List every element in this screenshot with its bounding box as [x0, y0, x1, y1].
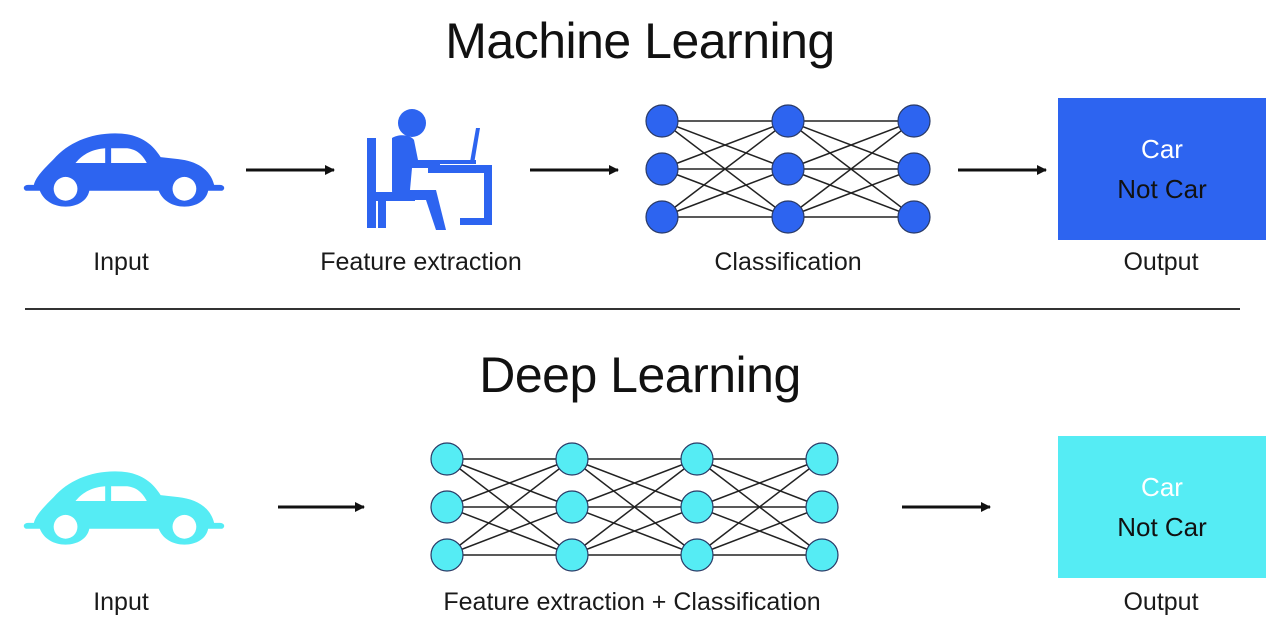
- ml-output-option-not-car: Not Car: [1117, 174, 1207, 204]
- ml-classification-label: Classification: [714, 248, 862, 276]
- ml-network-edge: [661, 120, 789, 170]
- dl-network-edge: [696, 506, 823, 556]
- person-at-computer-icon: [367, 109, 492, 230]
- ml-network-node-l0-n0: [645, 104, 679, 138]
- dl-output-option-not-car: Not Car: [1117, 512, 1207, 542]
- dl-network-node-l2-n1: [680, 490, 714, 524]
- section-divider: [25, 308, 1240, 310]
- dl-network-node-l0-n2: [430, 538, 464, 572]
- ml-network-node-l0-n2: [645, 200, 679, 234]
- deep-learning-title: Deep Learning: [479, 347, 801, 403]
- ml-input-label: Input: [93, 248, 149, 276]
- ml-network-edge: [661, 120, 789, 218]
- ml-network-edge: [787, 120, 915, 218]
- dl-feature-extraction-classification-label: Feature extraction + Classification: [443, 588, 821, 616]
- dl-network-node-l2-n2: [680, 538, 714, 572]
- ml-network-node-l0-n1: [645, 152, 679, 186]
- ml-network-node-l1-n1: [771, 152, 805, 186]
- dl-neural-network: [430, 442, 839, 572]
- machine-learning-title: Machine Learning: [445, 13, 835, 69]
- dl-network-node-l1-n0: [555, 442, 589, 476]
- ml-output-label: Output: [1123, 248, 1199, 276]
- dl-input-label: Input: [93, 588, 149, 616]
- ml-feature-extraction-label: Feature extraction: [320, 248, 522, 276]
- dl-network-edge: [571, 458, 698, 508]
- ml-network-node-l2-n0: [897, 104, 931, 138]
- dl-output-option-car: Car: [1141, 472, 1183, 502]
- dl-network-edge: [446, 458, 573, 508]
- dl-output-box: Car Not Car: [1058, 436, 1266, 578]
- dl-network-node-l0-n0: [430, 442, 464, 476]
- ml-network-node-l2-n2: [897, 200, 931, 234]
- ml-neural-network: [645, 104, 931, 234]
- dl-network-edge: [571, 506, 698, 556]
- dl-network-node-l1-n2: [555, 538, 589, 572]
- ml-output-option-car: Car: [1141, 134, 1183, 164]
- dl-network-node-l0-n1: [430, 490, 464, 524]
- dl-network-edge: [446, 458, 573, 556]
- ml-input-car-icon: [23, 133, 225, 207]
- ml-network-edge: [787, 168, 915, 218]
- dl-network-edge: [571, 458, 698, 556]
- ml-network-node-l1-n2: [771, 200, 805, 234]
- dl-network-edge: [696, 458, 823, 508]
- dl-network-node-l3-n2: [805, 538, 839, 572]
- dl-network-node-l2-n0: [680, 442, 714, 476]
- dl-input-car-icon: [23, 471, 225, 545]
- dl-network-node-l1-n1: [555, 490, 589, 524]
- dl-network-node-l3-n0: [805, 442, 839, 476]
- ml-output-box: Car Not Car: [1058, 98, 1266, 240]
- dl-output-label: Output: [1123, 588, 1199, 616]
- ml-network-edge: [661, 168, 789, 218]
- dl-network-node-l3-n1: [805, 490, 839, 524]
- ml-network-node-l2-n1: [897, 152, 931, 186]
- dl-network-edge: [446, 506, 573, 556]
- ml-network-node-l1-n0: [771, 104, 805, 138]
- ml-network-edge: [787, 120, 915, 170]
- dl-network-edge: [696, 458, 823, 556]
